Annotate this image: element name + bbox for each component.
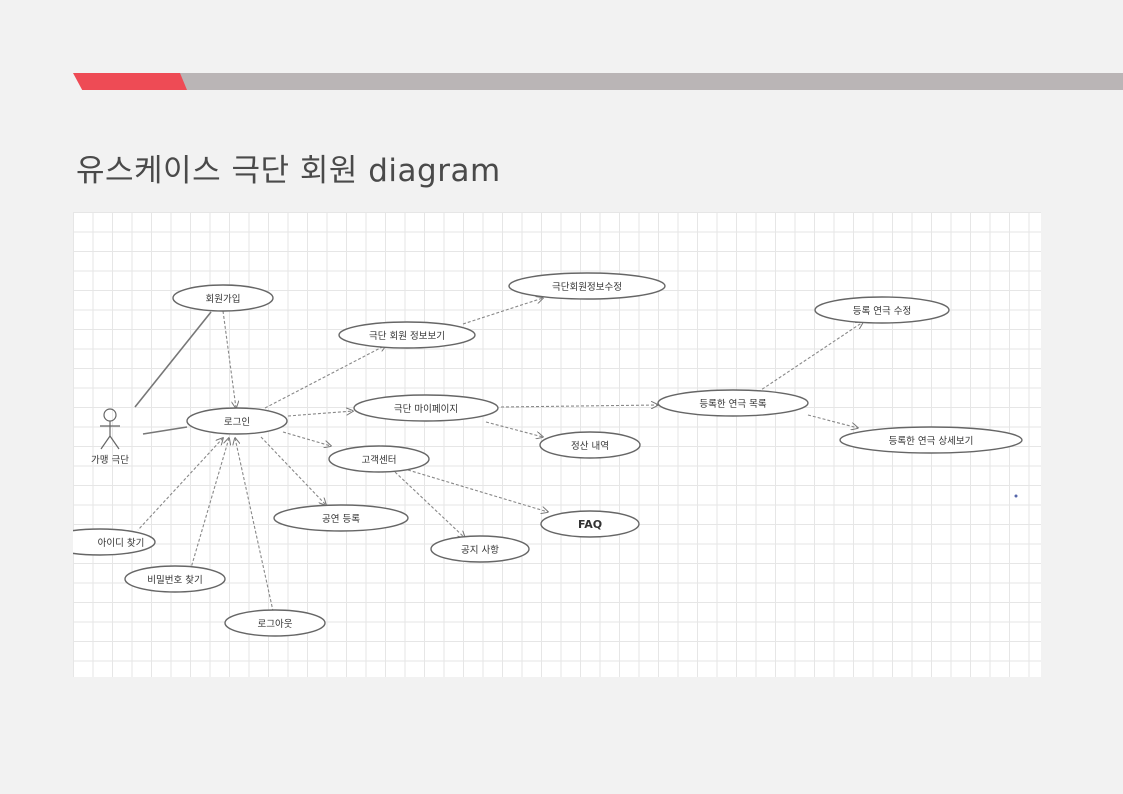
- uc-view-play-label: 등록한 연극 상세보기: [889, 436, 974, 447]
- include-login-viewinfo: [264, 345, 386, 409]
- uc-login: [186, 407, 288, 435]
- uc-mypage-label: 극단 마이페이지: [394, 404, 458, 415]
- uc-find-pw: [124, 565, 226, 593]
- uc-registered-list: [657, 389, 809, 417]
- accent-gray-stripe: [180, 73, 1123, 90]
- extend-mypage-list: [500, 405, 658, 407]
- uc-faq: [540, 510, 640, 538]
- uc-find-pw-label: 비밀번호 찾기: [147, 574, 202, 586]
- extend-viewinfo-editinfo: [462, 298, 543, 325]
- extend-findpw-login: [190, 438, 229, 569]
- include-login-support: [282, 431, 331, 446]
- uc-edit-info: [508, 272, 666, 300]
- accent-red-stripe: [73, 73, 188, 90]
- extend-mypage-settlement: [485, 421, 543, 437]
- uc-view-play: [839, 426, 1023, 454]
- uc-signup-label: 회원가입: [206, 293, 241, 305]
- actor-label: 가맹 극단: [91, 455, 129, 466]
- extend-findid-login: [137, 438, 223, 531]
- uc-settlement: [539, 431, 641, 459]
- uc-support: [328, 445, 430, 473]
- uc-signup: [172, 284, 274, 312]
- uc-support-label: 고객센터: [362, 455, 397, 466]
- uc-find-id-label: 아이디 찾기: [98, 538, 145, 549]
- stray-dot: [1014, 494, 1018, 498]
- include-login-mypage: [287, 411, 353, 417]
- assoc-actor-signup: [134, 311, 212, 408]
- uc-faq-label: FAQ: [578, 518, 602, 531]
- uc-register-show-label: 공연 등록: [322, 514, 360, 525]
- actor-stick-figure-icon: [100, 408, 120, 450]
- uc-view-info-label: 극단 회원 정보보기: [369, 331, 445, 342]
- uc-logout-label: 로그아웃: [258, 619, 293, 630]
- uc-logout: [224, 609, 326, 637]
- extend-support-faq: [407, 469, 548, 512]
- use-case-diagram: 가맹 극단 회원가입 로그인 극단 회원 정보보기 극단회원정보수정 극: [73, 212, 1041, 677]
- uc-notice-label: 공지 사항: [461, 545, 499, 556]
- uc-login-label: 로그인: [224, 417, 250, 428]
- uc-settlement-label: 정산 내역: [571, 441, 609, 452]
- extend-support-notice: [394, 471, 465, 538]
- slide-title: 유스케이스 극단 회원 diagram: [76, 153, 501, 189]
- extend-list-editplay: [757, 322, 863, 393]
- associations: [134, 298, 863, 612]
- uc-view-info: [338, 321, 476, 349]
- assoc-actor-login: [142, 426, 188, 435]
- uc-edit-play: [814, 296, 950, 324]
- include-signup-login: [222, 310, 236, 408]
- extend-list-viewplay: [807, 414, 858, 428]
- uc-notice: [430, 535, 530, 563]
- uc-registered-list-label: 등록한 연극 목록: [699, 399, 766, 410]
- include-login-logout: [235, 438, 274, 612]
- uc-mypage: [353, 394, 499, 422]
- uc-edit-play-label: 등록 연극 수정: [853, 306, 911, 317]
- uc-find-id: [73, 528, 156, 556]
- uc-register-show: [273, 504, 409, 532]
- header-accent-bar: [73, 73, 1123, 90]
- include-login-register: [260, 436, 326, 505]
- diagram-canvas: 가맹 극단 회원가입 로그인 극단 회원 정보보기 극단회원정보수정 극: [73, 272, 1023, 637]
- uc-edit-info-label: 극단회원정보수정: [552, 282, 622, 293]
